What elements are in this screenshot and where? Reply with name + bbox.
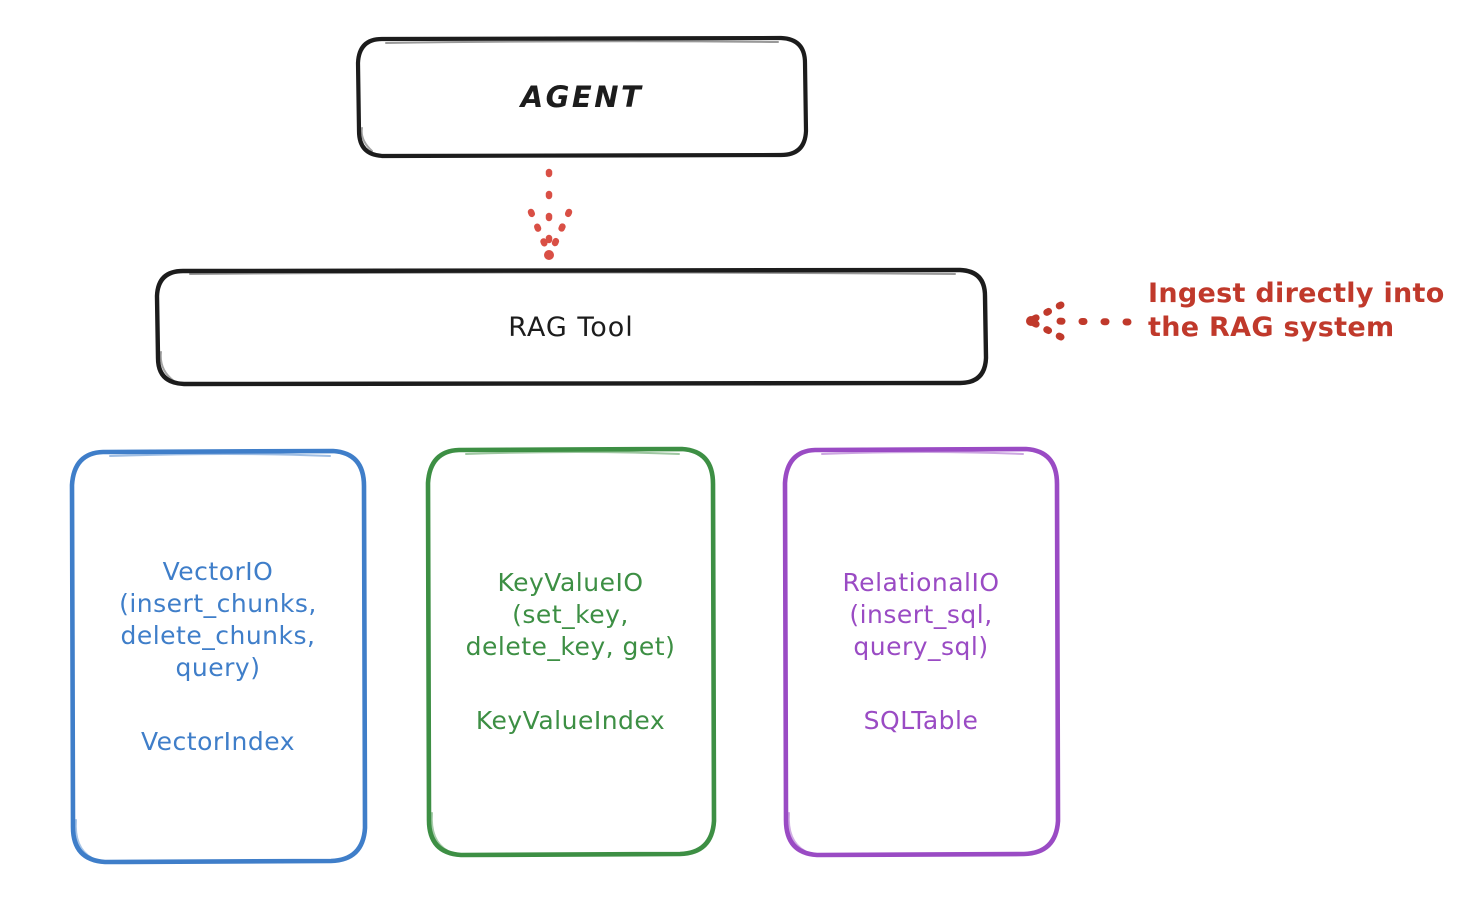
key-value-index-label: KeyValueIndex — [475, 706, 666, 735]
rag-tool-label: RAG Tool — [508, 311, 634, 343]
node-key-value-io[interactable]: KeyValueIO (set_key, delete_key, get) Ke… — [428, 449, 713, 855]
key-value-io-api-label: KeyValueIO (set_key, delete_key, get) — [465, 568, 676, 661]
ingest-annotation: Ingest directly into the RAG system — [1148, 277, 1478, 345]
sql-table-label: SQLTable — [863, 706, 979, 735]
agent-to-rag-connector — [527, 168, 573, 260]
ingest-annotation-text: Ingest directly into the RAG system — [1148, 278, 1445, 344]
agent-label: AGENT — [520, 80, 644, 114]
node-relational-io[interactable]: RelationalIO (insert_sql, query_sql) SQL… — [785, 449, 1057, 855]
ingest-pointer-arrow — [1026, 301, 1132, 341]
vector-index-label: VectorIndex — [141, 726, 295, 756]
node-agent[interactable]: AGENT — [358, 38, 806, 156]
node-rag-tool[interactable]: RAG Tool — [157, 270, 985, 384]
node-vector-io[interactable]: VectorIO (insert_chunks, delete_chunks, … — [72, 451, 364, 862]
relational-io-api-label: RelationalIO (insert_sql, query_sql) — [842, 568, 1000, 661]
vector-io-api-label: VectorIO (insert_chunks, delete_chunks, … — [119, 556, 317, 682]
